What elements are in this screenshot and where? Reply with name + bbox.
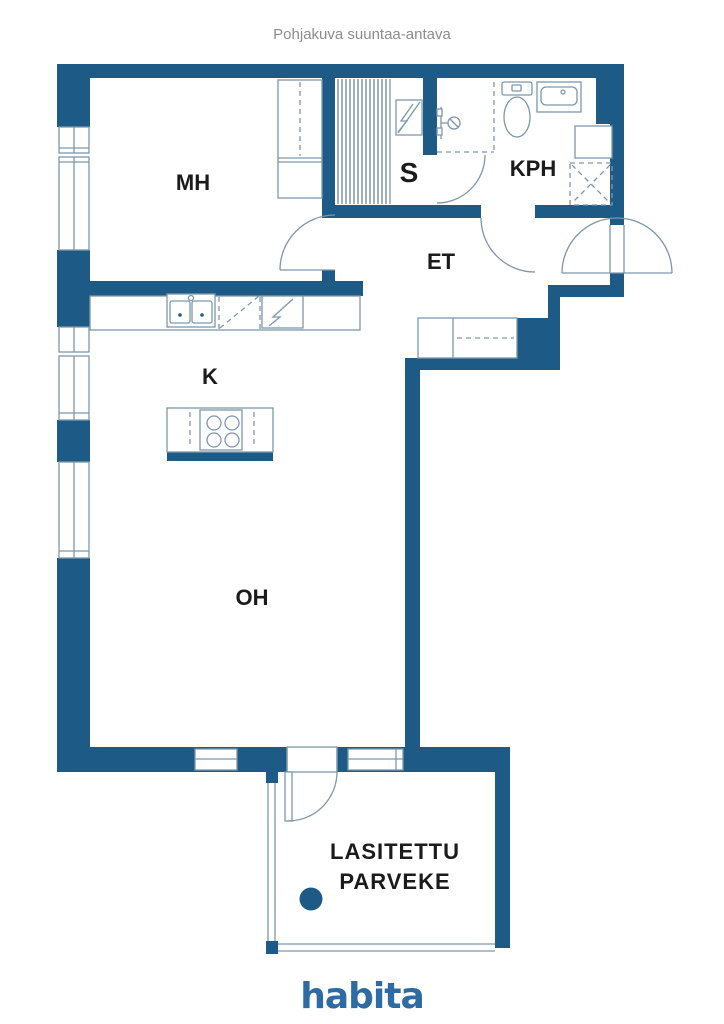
room-label-balcony-line2: PARVEKE (339, 869, 450, 894)
entrance-door (561, 217, 673, 274)
mh-door (279, 214, 336, 271)
room-label-oh: OH (236, 585, 269, 610)
toilet-icon (501, 81, 533, 138)
bottom-wall-windows (194, 748, 404, 771)
balcony-glass (267, 783, 495, 952)
bathroom-cabinet (574, 125, 613, 159)
kitchen-counter (89, 295, 361, 331)
shower-icon (436, 107, 461, 139)
left-wall-windows (58, 126, 90, 559)
window (58, 156, 90, 251)
walls (57, 64, 624, 954)
habita-logo: habita (300, 976, 425, 1017)
cooktop-icon (199, 409, 243, 451)
room-label-et: ET (427, 249, 456, 274)
room-label-kitchen: K (202, 364, 218, 389)
shower-area-boundary (437, 82, 495, 153)
et-closet (417, 317, 518, 359)
sauna-benches (337, 79, 391, 204)
sauna-stove-icon (395, 99, 423, 136)
window (58, 355, 90, 421)
washing-machine-icon (569, 162, 613, 206)
kitchen-island (166, 407, 274, 453)
fridge-icon (261, 295, 304, 329)
kitchen-sink-icon (166, 293, 216, 328)
window (58, 326, 90, 353)
room-label-mh: MH (176, 170, 210, 195)
kph-door (480, 217, 536, 273)
room-label-kph: KPH (510, 156, 556, 181)
balcony-door (284, 746, 338, 822)
plan-title: Pohjakuva suuntaa-antava (273, 26, 451, 43)
window (58, 461, 90, 559)
mh-closet (277, 79, 323, 199)
window (58, 126, 90, 154)
window (194, 748, 238, 771)
balcony-drain-dot (299, 887, 323, 911)
room-label-sauna: S (400, 157, 419, 188)
room-label-balcony-line1: LASITETTU (330, 839, 460, 864)
window (347, 748, 404, 771)
washbasin-icon (536, 81, 582, 113)
sauna-door (436, 154, 486, 204)
